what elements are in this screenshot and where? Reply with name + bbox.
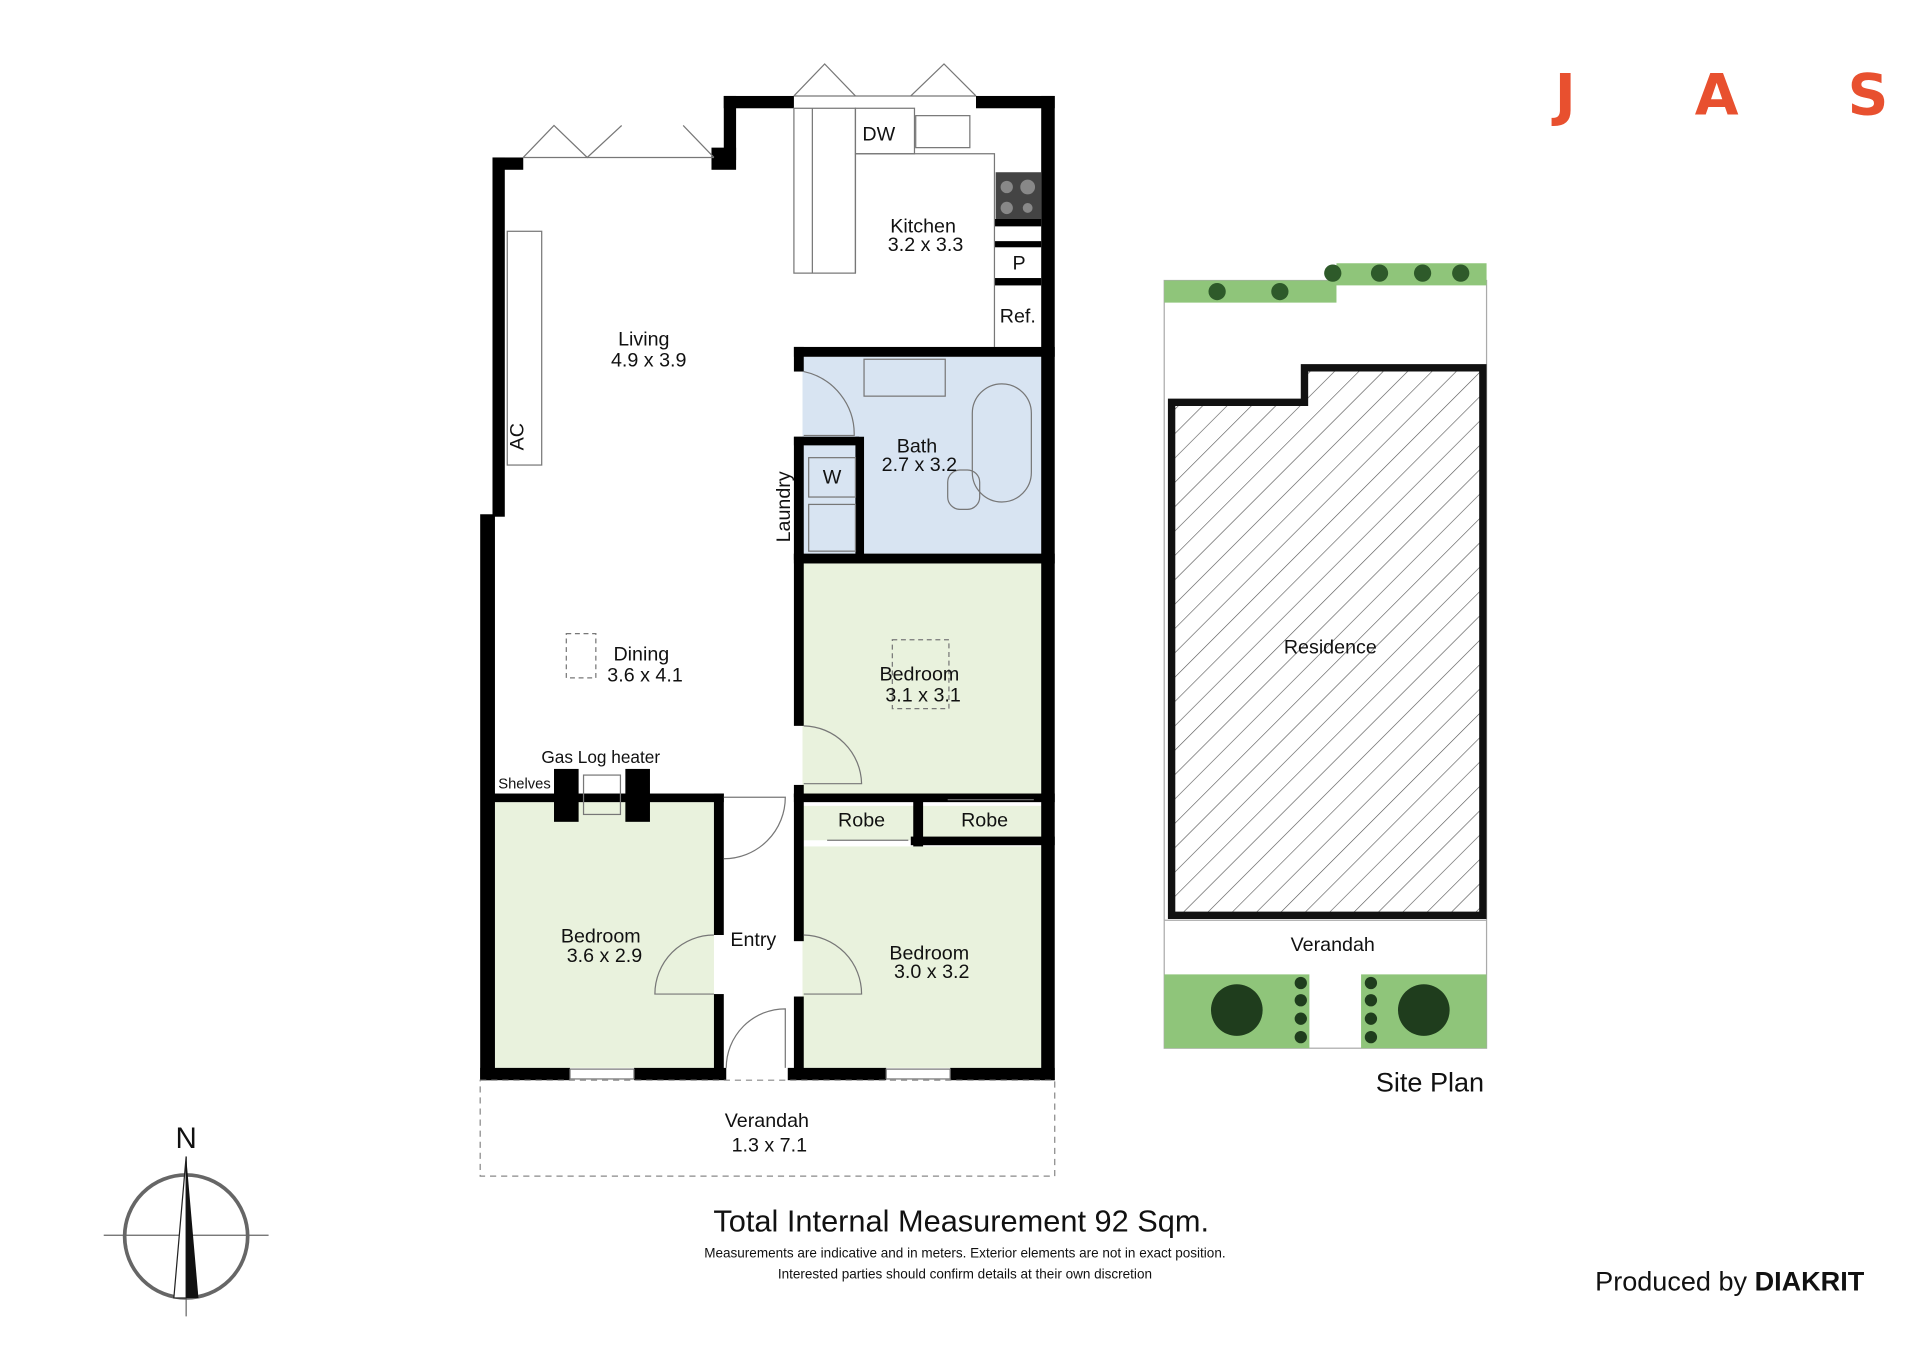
verandah-label: Verandah [725, 1110, 809, 1132]
bedroom-3-label: Bedroom [889, 943, 969, 965]
jas-logo: J A S [1551, 62, 1889, 128]
laundry-label: Laundry [773, 471, 795, 542]
kitchen-size: 3.2 x 3.3 [888, 234, 964, 256]
laundry-sink-icon [808, 503, 857, 552]
toilet-icon [947, 469, 981, 510]
doors-windows [522, 63, 1034, 1080]
bedroom-3-size: 3.0 x 3.2 [894, 961, 969, 983]
svg-text:J: J [1551, 62, 1576, 128]
kitchen-label: Kitchen [890, 216, 956, 238]
dishwasher-label: DW [862, 123, 895, 145]
bedroom-1-fill [802, 563, 1042, 798]
bath-label: Bath [897, 436, 937, 458]
heater-label: Gas Log heater [541, 747, 660, 767]
north-label: N [175, 1122, 196, 1155]
robe-2-label: Robe [961, 810, 1008, 832]
bedroom-2-label: Bedroom [561, 925, 641, 947]
entry-label: Entry [730, 929, 776, 951]
dining-size: 3.6 x 4.1 [607, 665, 682, 687]
site-plan: Residence Verandah Site Plan [1163, 263, 1488, 1097]
sink-icon [915, 115, 971, 149]
bedroom-1-size: 3.1 x 3.1 [885, 684, 960, 706]
produced-by: Produced by DIAKRIT [1595, 1267, 1865, 1297]
living-size: 4.9 x 3.9 [611, 350, 687, 372]
total-measurement: Total Internal Measurement 92 Sqm. [713, 1204, 1209, 1239]
living-label: Living [618, 329, 669, 351]
site-verandah-label: Verandah [1291, 934, 1375, 956]
disclaimer-1: Measurements are indicative and in meter… [704, 1245, 1225, 1260]
residence-label: Residence [1284, 636, 1377, 658]
washer-label: W [823, 467, 842, 489]
bedroom-2-size: 3.6 x 2.9 [567, 945, 643, 967]
vanity-icon [863, 358, 946, 397]
bedroom-2-fill [494, 802, 714, 1068]
svg-text:A: A [1695, 62, 1739, 128]
bath-fill [802, 356, 1042, 554]
shelves-label: Shelves [498, 777, 550, 793]
fridge-label: Ref. [1000, 305, 1036, 327]
bathtub-icon [971, 383, 1032, 503]
bedroom-3-fill [802, 846, 1042, 1068]
kitchen-fixtures [506, 107, 1032, 816]
walls [480, 95, 1055, 1081]
robe-1-label: Robe [838, 810, 885, 832]
bath-size: 2.7 x 3.2 [882, 454, 957, 476]
verandah-size: 1.3 x 7.1 [732, 1135, 807, 1157]
ac-label: AC [506, 423, 528, 450]
verandah-outline [479, 1079, 1056, 1177]
bedroom-1-label: Bedroom [879, 663, 959, 685]
washer-icon [808, 457, 857, 498]
dining-label: Dining [613, 644, 669, 666]
disclaimer-2: Interested parties should confirm detail… [778, 1266, 1152, 1281]
svg-text:S: S [1848, 62, 1889, 128]
site-plan-title: Site Plan [1376, 1067, 1484, 1097]
burner-icons [1000, 179, 1036, 215]
north-compass-icon: N [103, 1122, 269, 1317]
pantry-label: P [1012, 252, 1025, 274]
